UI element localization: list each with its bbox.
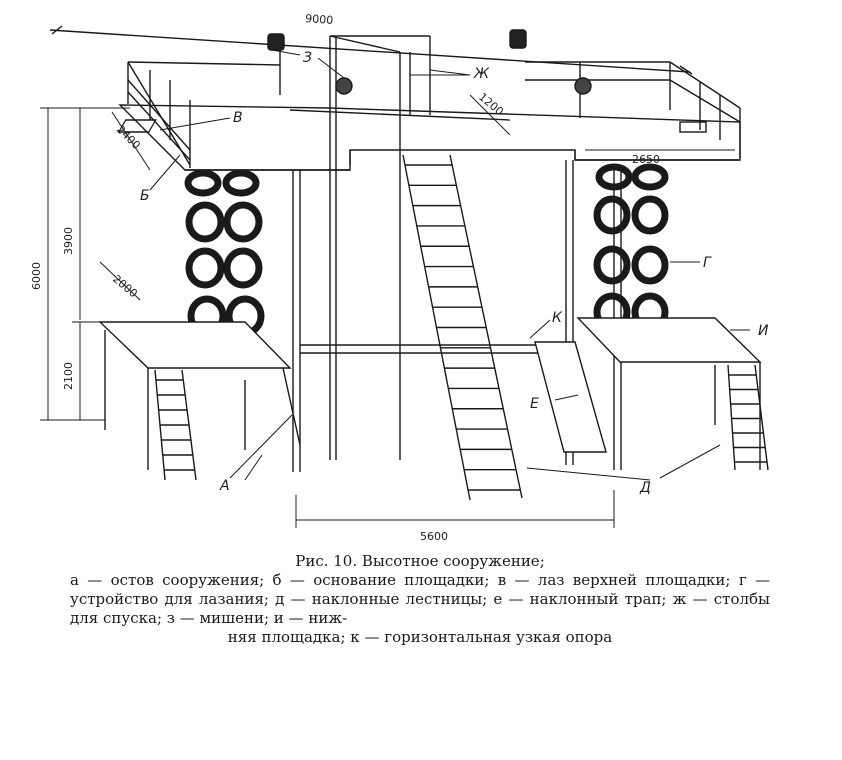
upper-platform xyxy=(117,104,741,171)
label-z: З xyxy=(303,50,312,66)
label-k: К xyxy=(552,310,563,326)
descent-poles xyxy=(329,35,431,460)
dimension-heights: 6000 3900 2100 xyxy=(30,107,130,421)
label-a: А xyxy=(219,478,230,494)
caption-last-line: няя площадка; к — горизонтальная узкая о… xyxy=(227,628,613,646)
figure-caption: Рис. 10. Высотное сооружение; а — остов … xyxy=(70,552,770,647)
caption-body: а — остов сооружения; б — основание площ… xyxy=(70,571,770,627)
label-e: Е xyxy=(530,396,539,412)
dim-height-lower: 2100 xyxy=(62,362,75,390)
dimension-top-width: 9000 xyxy=(49,12,693,75)
label-i: И xyxy=(758,323,769,339)
target-icon xyxy=(574,77,592,95)
lower-platform-right xyxy=(576,317,762,470)
dim-height-upper: 3900 xyxy=(62,227,75,255)
label-b: Б xyxy=(140,188,150,204)
lower-platform-left xyxy=(98,321,301,470)
target-icon xyxy=(509,29,527,49)
dim-top-width-text: 9000 xyxy=(305,12,334,27)
climbing-tires-left xyxy=(184,169,265,337)
leader-lines xyxy=(149,49,750,481)
target-icon xyxy=(335,77,353,95)
target-icon xyxy=(267,33,285,51)
railing-right xyxy=(525,61,741,158)
label-d: Д xyxy=(639,480,651,496)
label-zh: Ж xyxy=(473,66,490,82)
targets xyxy=(267,29,592,95)
dim-platform-right: 2650 xyxy=(632,153,660,166)
caption-title: Рис. 10. Высотное сооружение; xyxy=(295,552,545,570)
dim-base-span: 5600 xyxy=(420,530,448,543)
letter-labels: З Ж В Б Г К И Е А Д xyxy=(140,50,769,496)
railing-left xyxy=(127,45,281,168)
label-g: Г xyxy=(703,255,712,271)
ladder-center-rungs xyxy=(405,164,520,491)
ladder-right-rungs xyxy=(729,374,767,463)
label-v: В xyxy=(233,110,243,126)
dim-depth-left: 2400 xyxy=(114,123,143,152)
ladder-right xyxy=(727,364,769,471)
ladder-left-rungs xyxy=(156,379,195,471)
climbing-tires-right xyxy=(593,163,669,332)
dim-height-total: 6000 xyxy=(30,262,43,290)
